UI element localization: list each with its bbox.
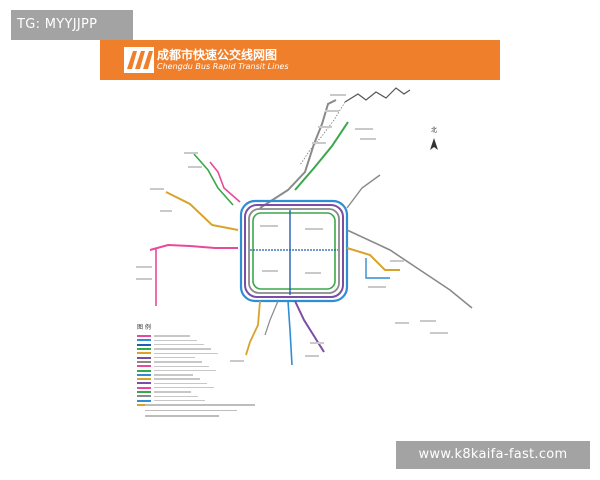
legend-text: [154, 378, 200, 380]
legend-text: [154, 361, 202, 363]
line-northwest-magenta: [209, 161, 241, 203]
legend-item: [137, 360, 247, 364]
legend-swatch: [137, 369, 151, 372]
legend-swatch: [137, 356, 151, 359]
map-title: 成都市快速公交线网图: [157, 48, 278, 62]
ring-purple: [244, 204, 344, 298]
brt-network-map: 北: [136, 87, 473, 366]
line-northeast-gray: [346, 174, 381, 209]
legend-item: [137, 347, 247, 351]
legend-text: [154, 395, 198, 397]
line-east-orange: [346, 247, 400, 271]
legend-item: [137, 343, 247, 347]
title-banner: [100, 40, 500, 80]
legend-swatch: [137, 365, 151, 368]
line-south-blue: [287, 300, 293, 366]
line-west-yellow: [165, 191, 239, 231]
compass-label: 北: [431, 126, 437, 134]
line-west-magenta: [149, 243, 238, 251]
legend-text: [154, 391, 191, 393]
legend-swatch: [137, 386, 151, 389]
watermark-source: www.k8kaifa-fast.com: [396, 441, 590, 469]
legend-text: [154, 339, 197, 342]
legend-swatch: [137, 403, 151, 406]
legend-swatch: [137, 352, 151, 355]
legend-text: [154, 344, 204, 346]
legend-item: [137, 398, 247, 402]
north-arrow-icon: [430, 138, 438, 150]
line-southwest-yellow: [245, 300, 261, 356]
legend-item: [137, 364, 247, 368]
ring-green: [252, 212, 336, 290]
legend-text: [154, 382, 207, 385]
line-south-purple: [294, 300, 325, 353]
mountain-ridge: [344, 87, 411, 103]
ring-blue: [239, 199, 349, 303]
legend-item: [137, 334, 247, 338]
legend-text: [154, 348, 211, 350]
legend-swatch: [137, 335, 151, 338]
legend-text: [154, 356, 195, 359]
brt-logo-icon: [124, 47, 154, 73]
line-northwest-green: [193, 153, 234, 206]
line-east-gray: [346, 229, 473, 309]
legend-item: [137, 377, 247, 381]
legend-swatch: [137, 382, 151, 385]
legend-item: [137, 390, 247, 394]
map-legend: 图 例: [137, 322, 247, 407]
legend-swatch: [137, 378, 151, 381]
legend-swatch: [137, 399, 151, 402]
legend-item: [137, 394, 247, 398]
legend-swatch: [137, 360, 151, 363]
map-subtitle: Chengdu Bus Rapid Transit Lines: [157, 62, 289, 71]
legend-text: [154, 369, 216, 372]
legend-text: [154, 374, 193, 376]
ring-gray: [248, 208, 340, 294]
watermark-tag: TG: MYYJJPP: [11, 10, 133, 40]
legend-swatch: [137, 348, 151, 351]
legend-text: [154, 335, 190, 337]
legend-text: [154, 387, 214, 389]
legend-text: [154, 365, 209, 367]
legend-text: [154, 352, 218, 355]
legend-swatch: [137, 391, 151, 393]
legend-item: [137, 373, 247, 377]
map-notes: [145, 404, 255, 421]
legend-item: [137, 386, 247, 390]
legend-swatch: [137, 339, 151, 342]
legend-swatch: [137, 395, 151, 398]
legend-text: [154, 399, 205, 402]
legend-item: [137, 381, 247, 385]
legend-item: [137, 338, 247, 342]
legend-item: [137, 368, 247, 372]
legend-item: [137, 355, 247, 359]
legend-swatch: [137, 343, 151, 346]
legend-swatch: [137, 373, 151, 376]
legend-item: [137, 351, 247, 355]
line-north-green: [294, 121, 349, 191]
legend-title: 图 例: [137, 324, 151, 331]
